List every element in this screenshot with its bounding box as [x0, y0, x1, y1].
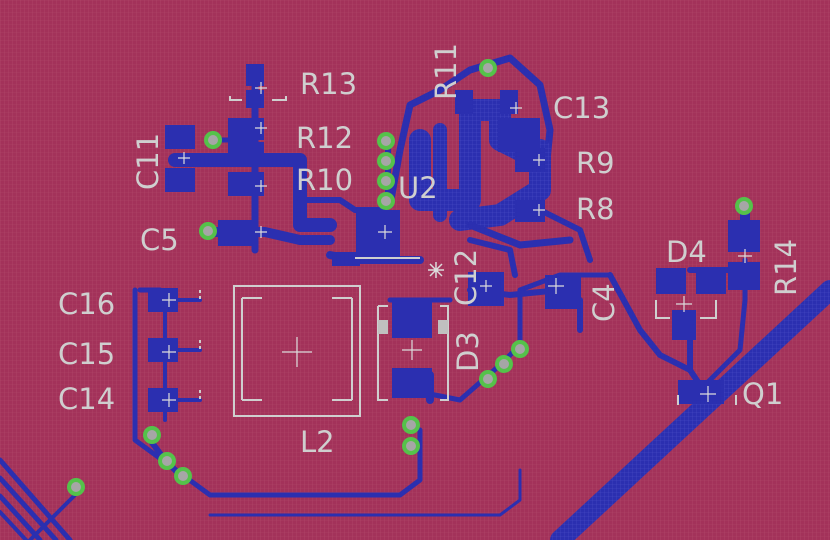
- label-r8: R8: [576, 192, 615, 226]
- via: [402, 416, 420, 434]
- via: [495, 355, 513, 373]
- via: [377, 152, 395, 170]
- via: [402, 437, 420, 455]
- via: [143, 426, 161, 444]
- label-c5: C5: [140, 223, 179, 257]
- label-c4: C4: [587, 283, 621, 322]
- label-r14: R14: [769, 239, 803, 296]
- origin-crosses: [162, 82, 752, 407]
- vias[interactable]: [67, 59, 753, 496]
- label-d4: D4: [666, 235, 707, 269]
- pad-d3-1: [378, 320, 388, 334]
- label-r12: R12: [296, 121, 353, 155]
- label-r10: R10: [296, 163, 353, 197]
- via: [479, 370, 497, 388]
- label-r11: R11: [429, 43, 463, 100]
- label-c13: C13: [553, 91, 610, 125]
- label-l2: L2: [300, 425, 335, 459]
- label-r13: R13: [300, 67, 357, 101]
- component-labels: R13 R11 C13 C11 R12 R10 U2 R9 R8 C5 C12 …: [58, 43, 803, 459]
- label-c16: C16: [58, 287, 115, 321]
- label-c15: C15: [58, 337, 115, 371]
- silkscreen-outlines: [199, 96, 737, 417]
- label-q1: Q1: [742, 377, 783, 411]
- via: [199, 222, 217, 240]
- origin-star-icon: [428, 262, 444, 278]
- pad-d3-2: [438, 320, 448, 334]
- via: [511, 340, 529, 358]
- pads: [148, 64, 760, 412]
- via: [67, 478, 85, 496]
- via: [204, 131, 222, 149]
- via: [377, 192, 395, 210]
- via: [377, 172, 395, 190]
- label-d3: D3: [451, 331, 485, 372]
- label-u2: U2: [398, 171, 438, 205]
- label-c12: C12: [449, 249, 483, 306]
- via: [479, 59, 497, 77]
- label-r9: R9: [576, 146, 615, 180]
- label-c14: C14: [58, 382, 115, 416]
- via: [377, 132, 395, 150]
- via: [174, 467, 192, 485]
- via: [158, 452, 176, 470]
- label-c11: C11: [131, 133, 165, 190]
- via: [735, 197, 753, 215]
